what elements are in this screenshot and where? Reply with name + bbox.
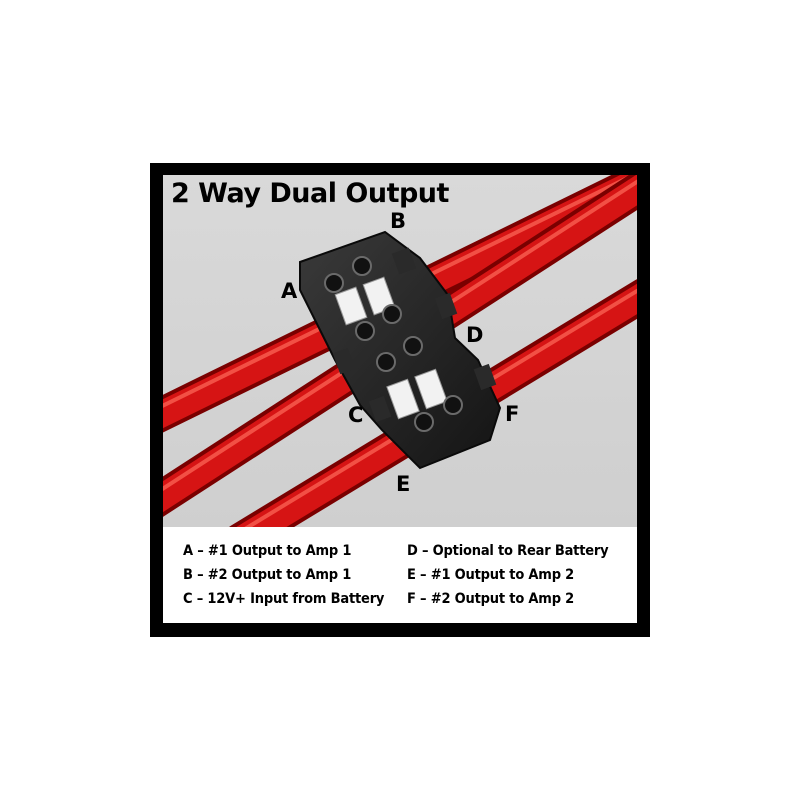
pin-label-c: C xyxy=(348,403,364,427)
legend-item-a: A – #1 Output to Amp 1 xyxy=(183,543,352,559)
pin-label-a: A xyxy=(281,279,298,303)
pin-label-d: D xyxy=(466,323,484,347)
legend-item-b: B – #2 Output to Amp 1 xyxy=(183,567,352,583)
legend-item-e: E – #1 Output to Amp 2 xyxy=(407,567,575,583)
legend-item-f: F – #2 Output to Amp 2 xyxy=(407,591,575,607)
legend-item-d: D – Optional to Rear Battery xyxy=(407,543,609,559)
pin-label-f: F xyxy=(505,402,520,426)
diagram-title: 2 Way Dual Output xyxy=(171,178,449,209)
distribution-block xyxy=(299,230,502,470)
pin-label-e: E xyxy=(396,472,411,496)
legend-item-c: C – 12V+ Input from Battery xyxy=(183,591,385,607)
pin-label-b: B xyxy=(390,209,407,233)
legend-box xyxy=(163,527,637,623)
